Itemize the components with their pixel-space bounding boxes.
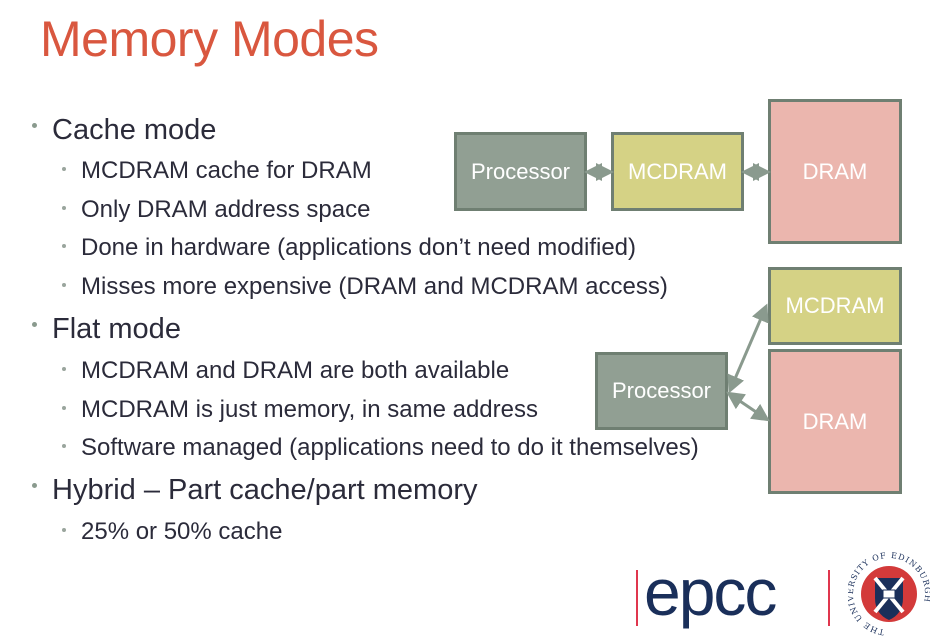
bullet-dot-icon <box>32 123 37 128</box>
bullet-dot-icon <box>32 483 37 488</box>
bullet-dot-icon <box>32 322 37 327</box>
flat-mcdram-box: MCDRAM <box>768 267 902 345</box>
cache-processor-box: Processor <box>454 132 587 211</box>
flat-dram-box: DRAM <box>768 349 902 494</box>
bullet-item: Done in hardware (applications don’t nee… <box>62 234 636 262</box>
bullet-dot-icon <box>62 406 66 410</box>
bullet-item: Misses more expensive (DRAM and MCDRAM a… <box>62 273 668 301</box>
bullet-item: MCDRAM and DRAM are both available <box>62 357 509 385</box>
arrow-processor-flat-mcdram <box>727 303 769 394</box>
bullet-dot-icon <box>62 528 66 532</box>
bullet-hybrid: Hybrid – Part cache/part memory <box>32 474 477 507</box>
bullet-item: MCDRAM is just memory, in same address <box>62 396 538 424</box>
epcc-logo: epcc <box>636 555 832 629</box>
bullet-flat-mode: Flat mode <box>32 313 181 346</box>
university-of-edinburgh-crest-icon: THE UNIVERSITY OF EDINBURGH <box>848 552 930 637</box>
bullet-item: Only DRAM address space <box>62 196 370 224</box>
cache-dram-box: DRAM <box>768 99 902 244</box>
bullet-item: MCDRAM cache for DRAM <box>62 157 372 185</box>
slide-title: Memory Modes <box>40 11 379 67</box>
bullet-item: 25% or 50% cache <box>62 518 282 546</box>
logo-bar-right <box>828 570 830 626</box>
bullet-dot-icon <box>62 444 66 448</box>
arrow-processor-flat-dram <box>726 391 770 422</box>
logo-bar-left <box>636 570 638 626</box>
flat-processor-box: Processor <box>595 352 728 430</box>
bullet-dot-icon <box>62 206 66 210</box>
bullet-dot-icon <box>62 244 66 248</box>
bullet-dot-icon <box>62 367 66 371</box>
bullet-dot-icon <box>62 283 66 287</box>
bullet-dot-icon <box>62 167 66 171</box>
bullet-cache-mode: Cache mode <box>32 114 216 147</box>
bullet-item: Software managed (applications need to d… <box>62 434 699 462</box>
